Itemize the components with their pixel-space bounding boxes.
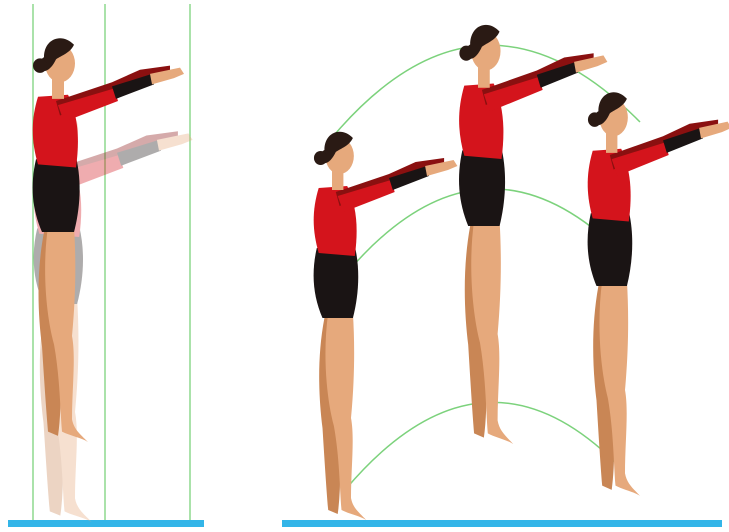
right-floor xyxy=(282,520,722,527)
gymnast-figure-descending xyxy=(588,92,729,496)
gymnast-figure-standing xyxy=(314,132,458,520)
gymnast-figure-peak xyxy=(459,25,607,444)
jump-arc-panel xyxy=(282,25,729,527)
gymnast-figure-left xyxy=(33,38,184,442)
vertical-alignment-panel xyxy=(8,4,204,527)
left-floor xyxy=(8,520,204,527)
